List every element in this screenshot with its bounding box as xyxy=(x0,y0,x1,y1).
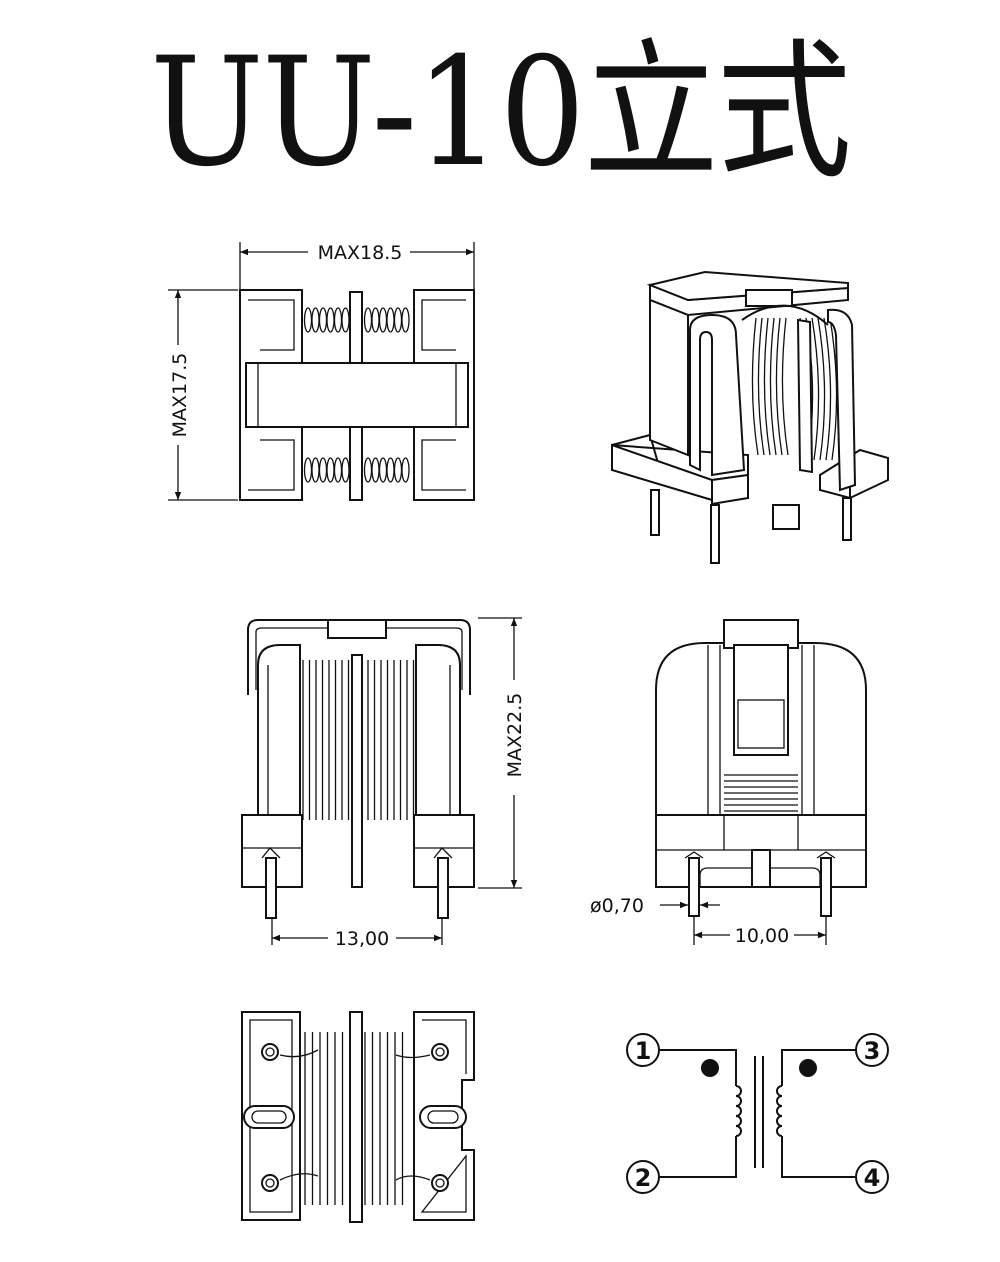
svg-text:4: 4 xyxy=(864,1164,881,1192)
left-winding xyxy=(659,1049,742,1178)
top-width-label: MAX18.5 xyxy=(318,242,403,264)
side-pitch-label: 10,00 xyxy=(735,925,789,947)
front-height-label: MAX22.5 xyxy=(504,693,526,778)
pin-2-marker: 2 xyxy=(626,1160,660,1194)
isometric-view xyxy=(611,270,889,564)
page-title: UU-10立式 xyxy=(150,26,852,200)
top-view: MAX18.5 MAX17.5 xyxy=(168,242,475,501)
left-polarity-dot xyxy=(701,1059,719,1077)
svg-text:2: 2 xyxy=(635,1164,652,1192)
svg-text:3: 3 xyxy=(864,1037,881,1065)
right-polarity-dot xyxy=(799,1059,817,1077)
pin-diameter-label: ø0,70 xyxy=(590,895,644,917)
pin-4-marker: 4 xyxy=(855,1160,889,1194)
schematic: 1 2 3 4 xyxy=(626,1033,889,1194)
svg-text:1: 1 xyxy=(635,1037,652,1065)
front-pitch-label: 13,00 xyxy=(335,928,389,950)
bottom-view xyxy=(241,1011,475,1223)
top-height-label: MAX17.5 xyxy=(169,353,191,438)
pin-1-marker: 1 xyxy=(626,1033,660,1067)
front-view: MAX22.5 13,00 xyxy=(241,617,526,950)
right-winding xyxy=(776,1049,856,1178)
core-lines xyxy=(754,1056,764,1168)
pin-3-marker: 3 xyxy=(855,1033,889,1067)
side-view: ø0,70 10,00 xyxy=(590,619,867,947)
